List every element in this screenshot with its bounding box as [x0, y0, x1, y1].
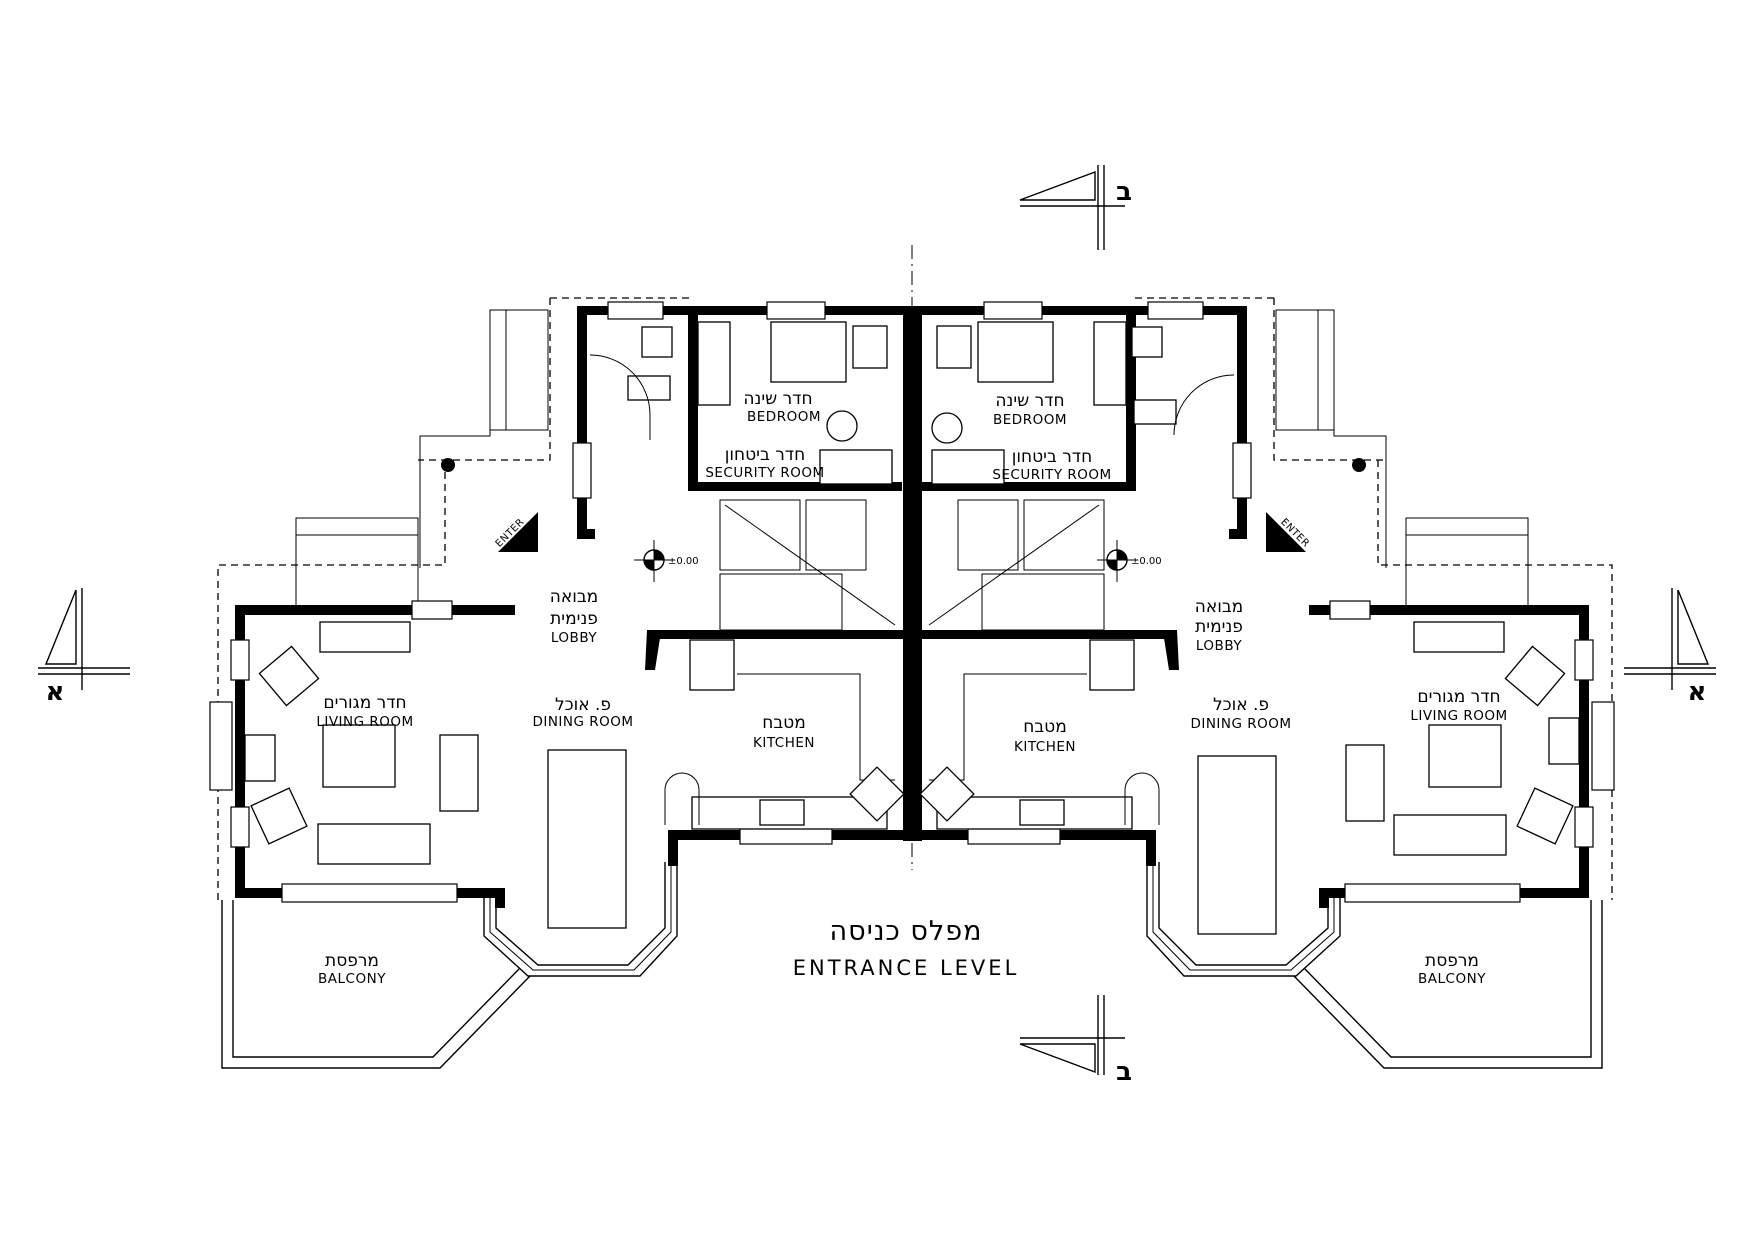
exterior-stairs-top-right — [1275, 309, 1335, 431]
dining-room-label-he-right: פ. אוכל — [1213, 695, 1269, 715]
exterior-stairs-top-left — [489, 309, 549, 431]
balcony-label-en-right: BALCONY — [1418, 971, 1486, 987]
enter-arrow-left — [498, 512, 538, 552]
lobby-label-he2-left: פנימית — [550, 609, 598, 629]
bay-window-right — [1146, 862, 1341, 977]
kitchen-label-en-right: KITCHEN — [1014, 739, 1076, 755]
lobby-label-he2-right: פנימית — [1195, 617, 1243, 637]
security-room-label-he-left: חדר ביטחון — [725, 445, 805, 465]
column-dot-left — [441, 458, 455, 472]
lobby-label-he1-right: מבואה — [1195, 597, 1243, 617]
section-label-a-right: א — [1688, 677, 1707, 707]
balcony-label-he-right: מרפסת — [1425, 951, 1479, 971]
section-marker-a-left: א — [38, 588, 130, 707]
windows — [209, 301, 1615, 903]
kitchen-wall-right — [1134, 630, 1179, 670]
security-room-label-he-right: חדר ביטחון — [1012, 447, 1092, 467]
dining-room-label-he-left: פ. אוכל — [555, 695, 611, 715]
bedroom-label-he-right: חדר שינה — [995, 391, 1064, 411]
living-room-label-he-right: חדר מגורים — [1417, 687, 1500, 707]
security-room-label-en-left: SECURITY ROOM — [705, 465, 824, 481]
living-room-label-en-right: LIVING ROOM — [1410, 708, 1507, 724]
bedroom-label-en-left: BEDROOM — [747, 409, 821, 425]
balcony-label-en-left: BALCONY — [318, 971, 386, 987]
exterior-stairs-mid-right — [1405, 517, 1529, 609]
entry-landing-left — [419, 310, 491, 568]
balcony-label-he-left: מרפסת — [325, 951, 379, 971]
exterior-stairs-mid-left — [295, 517, 419, 609]
level-mark-right: ±0.00 — [1131, 556, 1162, 567]
section-marker-b-top: ב — [1019, 165, 1132, 250]
kitchen-wall-left — [645, 630, 690, 670]
living-room-label-he-left: חדר מגורים — [323, 693, 406, 713]
column-dot-right — [1352, 458, 1366, 472]
dining-room-label-en-right: DINING ROOM — [1190, 716, 1291, 732]
level-mark-left: ±0.00 — [668, 556, 699, 567]
level-marker-left — [634, 540, 675, 582]
interior-stairs-left — [719, 499, 896, 631]
section-marker-a-right: א — [1624, 588, 1716, 707]
dining-room-label-en-left: DINING ROOM — [532, 714, 633, 730]
entry-landing-right — [1333, 310, 1387, 568]
kitchen-label-he-right: מטבח — [1023, 717, 1067, 737]
enter-arrow-right — [1266, 512, 1306, 552]
section-label-b-top: ב — [1116, 177, 1132, 207]
section-label-b-bottom: ב — [1116, 1057, 1132, 1087]
plan-title-english: ENTRANCE LEVEL — [793, 956, 1020, 980]
lobby-label-he1-left: מבואה — [550, 587, 598, 607]
kitchen-label-he-left: מטבח — [762, 713, 806, 733]
bedroom-label-he-left: חדר שינה — [743, 389, 812, 409]
bay-window-left — [483, 862, 678, 977]
furniture-left — [244, 321, 905, 929]
furniture-right — [919, 321, 1580, 935]
lobby-label-en-left: LOBBY — [551, 630, 597, 646]
living-room-label-en-left: LIVING ROOM — [316, 714, 413, 730]
security-room-label-en-right: SECURITY ROOM — [992, 467, 1111, 483]
bedroom-label-en-right: BEDROOM — [993, 412, 1067, 428]
balcony-right-outline — [1293, 900, 1603, 1069]
section-label-a-left: א — [46, 677, 65, 707]
balcony-left-outline — [221, 900, 531, 1069]
kitchen-label-en-left: KITCHEN — [753, 735, 815, 751]
lobby-label-en-right: LOBBY — [1196, 638, 1242, 654]
section-marker-b-bottom: ב — [1019, 995, 1132, 1087]
interior-stairs-right — [928, 499, 1105, 631]
plan-title-hebrew: מפלס כניסה — [830, 916, 983, 947]
level-marker-right — [1097, 540, 1138, 582]
